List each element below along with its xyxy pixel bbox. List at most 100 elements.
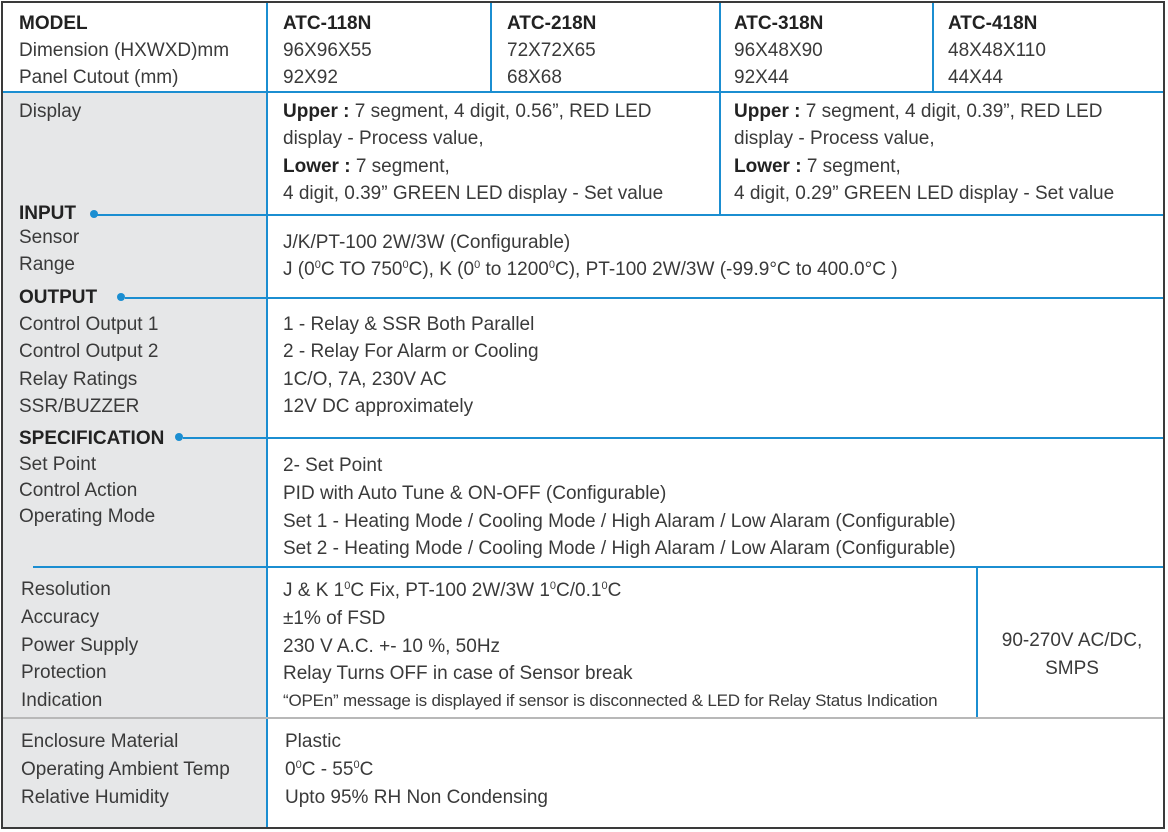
humidity-value: Upto 95% RH Non Condensing <box>285 787 548 808</box>
temp-value: 00C - 550C <box>285 756 373 787</box>
sensor-value: J/K/PT-100 2W/3W (Configurable) <box>283 232 571 253</box>
display-left-lower-2: 4 digit, 0.39” GREEN LED display - Set v… <box>283 183 664 204</box>
header-divider <box>932 3 934 91</box>
electrical-label-1: Resolution <box>21 579 111 600</box>
display-lower-head: Lower : <box>734 156 802 177</box>
output-bullet-icon <box>117 293 125 301</box>
spec-value-4: Set 2 - Heating Mode / Cooling Mode / Hi… <box>283 538 956 559</box>
display-upper-text: 7 segment, 4 digit, 0.56”, RED LED <box>349 101 652 122</box>
model-name-4: ATC-418N <box>948 13 1038 34</box>
header-divider <box>719 3 721 91</box>
output-value-1: 1 - Relay & SSR Both Parallel <box>283 314 535 335</box>
model-dimension-1: 96X96X55 <box>283 40 372 61</box>
degree-sup: 0 <box>344 580 351 592</box>
display-divider <box>719 91 721 214</box>
specification-bullet-icon <box>175 433 183 441</box>
electrical-label-2: Accuracy <box>21 607 100 628</box>
sensor-label: Sensor <box>19 227 80 248</box>
column-divider <box>266 91 268 827</box>
model-dimension-4: 48X48X110 <box>948 40 1046 61</box>
output-label-4: SSR/BUZZER <box>19 396 140 417</box>
display-lower-head: Lower : <box>283 156 351 177</box>
input-heading: INPUT <box>19 200 78 228</box>
output-label-3: Relay Ratings <box>19 369 138 390</box>
electrical-label-5: Indication <box>21 690 103 711</box>
alt-power-supply: 90-270V AC/DC, SMPS <box>978 627 1163 682</box>
input-bullet-icon <box>90 210 98 218</box>
display-right-upper: Upper : 7 segment, 4 digit, 0.39”, RED L… <box>734 98 1103 126</box>
header-divider <box>266 3 268 91</box>
degree-sup: 0 <box>295 759 302 771</box>
resolution-text: J & K 1 <box>283 580 345 601</box>
model-label: MODEL <box>19 13 88 34</box>
alt-power-line-1: 90-270V AC/DC, <box>1001 630 1143 651</box>
output-value-2: 2 - Relay For Alarm or Cooling <box>283 341 539 362</box>
range-text: C TO 750 <box>320 259 403 280</box>
range-text: to 1200 <box>480 259 549 280</box>
label-column <box>3 3 267 827</box>
output-value-3: 1C/O, 7A, 230V AC <box>283 369 447 390</box>
alt-power-line-2: SMPS <box>1045 657 1099 679</box>
electrical-label-3: Power Supply <box>21 635 139 656</box>
degree-sup: 0 <box>402 259 409 271</box>
model-name-1: ATC-118N <box>283 13 372 34</box>
display-right-upper-2: display - Process value, <box>734 128 935 149</box>
cutout-label: Panel Cutout (mm) <box>19 67 179 88</box>
protection-value: Relay Turns OFF in case of Sensor break <box>283 663 633 684</box>
display-label: Display <box>19 101 82 122</box>
specification-heading: SPECIFICATION <box>19 425 167 453</box>
model-cutout-3: 92X44 <box>734 67 789 88</box>
header-band <box>3 3 1163 91</box>
accuracy-value: ±1% of FSD <box>283 608 386 629</box>
electrical-label-4: Protection <box>21 662 107 683</box>
spec-value-3: Set 1 - Heating Mode / Cooling Mode / Hi… <box>283 511 956 532</box>
spec-label-3: Operating Mode <box>19 506 156 527</box>
dimension-label: Dimension (HXWXD)mm <box>19 40 230 61</box>
temp-text: C - 55 <box>301 759 354 780</box>
resolution-text: C/0.1 <box>556 580 602 601</box>
material-value: Plastic <box>285 731 341 752</box>
model-cutout-2: 68X68 <box>507 67 562 88</box>
model-dimension-2: 72X72X65 <box>507 40 596 61</box>
section-rule <box>33 566 1163 568</box>
display-left-lower: Lower : 7 segment, <box>283 153 450 181</box>
model-name-3: ATC-318N <box>734 13 824 34</box>
display-lower-text: 7 segment, <box>350 156 450 177</box>
spec-value-1: 2- Set Point <box>283 455 383 476</box>
degree-sup: 0 <box>549 580 557 592</box>
output-label-2: Control Output 2 <box>19 341 159 362</box>
input-rule <box>97 214 1163 216</box>
output-heading: OUTPUT <box>19 284 100 312</box>
display-left-upper: Upper : 7 segment, 4 digit, 0.56”, RED L… <box>283 98 652 126</box>
display-left-upper-2: display - Process value, <box>283 128 484 149</box>
indication-value: “OPEn” message is displayed if sensor is… <box>283 691 938 710</box>
output-rule <box>125 297 1163 299</box>
model-cutout-4: 44X44 <box>948 67 1003 88</box>
temp-text: 0 <box>285 759 296 780</box>
range-label: Range <box>19 254 75 275</box>
display-upper-head: Upper : <box>734 101 801 122</box>
degree-sup: 0 <box>601 580 608 592</box>
degree-sup: 0 <box>548 259 555 271</box>
specification-rule <box>183 437 1163 439</box>
degree-sup: 0 <box>474 259 481 271</box>
header-divider <box>490 3 492 91</box>
display-right-lower: Lower : 7 segment, <box>734 153 901 181</box>
spec-label-2: Control Action <box>19 480 138 501</box>
spec-value-2: PID with Auto Tune & ON-OFF (Configurabl… <box>283 483 667 504</box>
display-upper-head: Upper : <box>283 101 350 122</box>
resolution-text: C <box>607 580 622 601</box>
resolution-value: J & K 10C Fix, PT-100 2W/3W 10C/0.10C <box>283 577 621 608</box>
output-value-4: 12V DC approximately <box>283 396 474 417</box>
model-dimension-3: 96X48X90 <box>734 40 823 61</box>
range-text: J (0 <box>283 259 315 280</box>
range-text: C), PT-100 2W/3W (-99.9°C to 400.0°C ) <box>555 259 898 280</box>
environment-label-3: Relative Humidity <box>21 787 169 808</box>
display-upper-text: 7 segment, 4 digit, 0.39”, RED LED <box>800 101 1103 122</box>
spec-label-1: Set Point <box>19 454 97 475</box>
environment-label-1: Enclosure Material <box>21 731 179 752</box>
power-divider <box>976 566 978 717</box>
range-value: J (00C TO 7500C), K (00 to 12000C), PT-1… <box>283 256 898 287</box>
degree-sup: 0 <box>314 259 321 271</box>
display-right-lower-2: 4 digit, 0.29” GREEN LED display - Set v… <box>734 183 1115 204</box>
